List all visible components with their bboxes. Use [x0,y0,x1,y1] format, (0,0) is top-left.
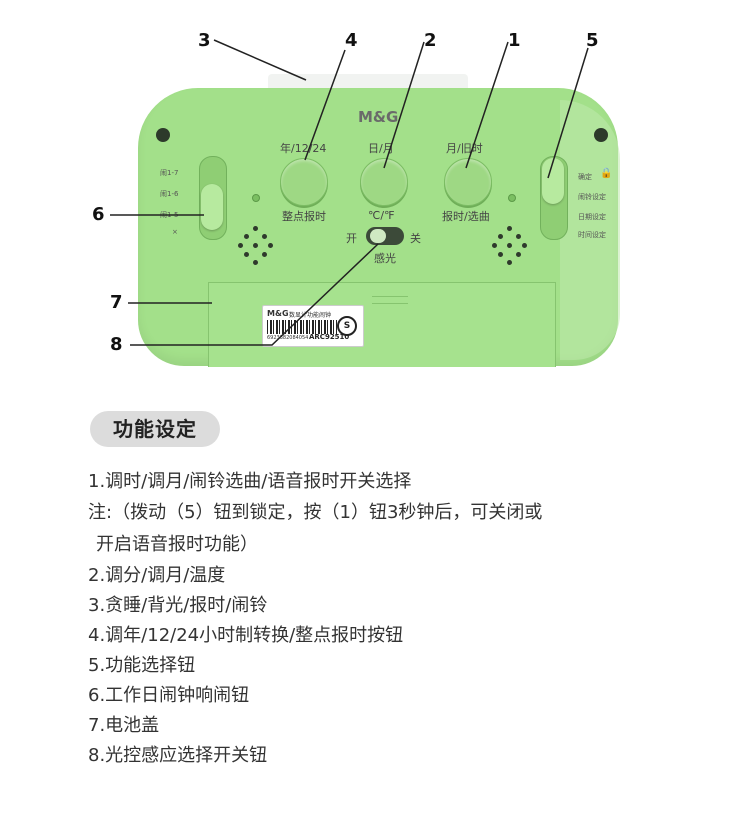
callout-line-1 [465,41,509,169]
btn-right-bottom-label: 报时/选曲 [442,210,490,223]
speaker-grille-right [492,226,532,266]
feature-line-1: 1.调时/调月/闹铃选曲/语音报时开关选择 [88,471,412,492]
workday-alarm-slider-knob[interactable] [201,184,223,230]
led-left [252,194,260,202]
hanging-hole-right [594,128,608,142]
battery-cover-grip [372,296,408,304]
feature-line-6: 6.工作日闹钟响闹钮 [88,685,250,706]
feature-line-4: 4.调年/12/24小时制转换/整点报时按钮 [88,625,404,646]
led-right [508,194,516,202]
product-sticker: M&G 数显计功能闹钟 6923382084054 ARC92510 S [262,305,364,347]
sticker-brand: M&G [267,309,289,318]
callout-lines [110,39,589,346]
callout-7: 7 [110,292,123,313]
feature-line-7: 7.电池盖 [88,715,160,736]
callout-6: 6 [92,204,105,225]
left-slider-opt-4: × [172,228,178,236]
callout-line-3 [213,39,307,81]
sticker-code: 6923382084054 [267,335,309,341]
right-slider-opt-1: 确定 [578,173,592,181]
callout-2: 2 [424,30,437,51]
seal-icon: S [337,316,357,336]
btn-mid-top-label: 日/月 [368,142,394,155]
callout-line-2 [383,41,425,169]
callout-5: 5 [586,30,599,51]
barcode [267,320,337,334]
feature-line-3: 3.贪睡/背光/报时/闹铃 [88,595,268,616]
btn-left-top-label: 年/12/24 [280,142,327,155]
right-slider-opt-2: 闹铃设定 [578,193,606,201]
year-12-24-button[interactable] [280,158,328,206]
toggle-sense-label: 感光 [374,252,396,265]
hanging-hole-left [156,128,170,142]
section-title: 功能设定 [90,411,220,447]
clock-side-shade [560,100,620,360]
feature-note-line-1: 注:（拨动（5）钮到锁定，按（1）钮3秒钟后，可关闭或 [88,502,543,523]
callout-line-4 [304,49,346,161]
callout-4: 4 [345,30,358,51]
sticker-product-name: 数显计功能闹钟 [289,312,332,319]
toggle-knob[interactable] [370,229,386,243]
feature-line-2: 2.调分/调月/温度 [88,565,226,586]
feature-line-5: 5.功能选择钮 [88,655,196,676]
speaker-grille-left [238,226,278,266]
callout-line-8 [130,243,379,346]
btn-left-bottom-label: 整点报时 [282,210,326,223]
right-slider-opt-4: 时间设定 [578,231,606,239]
callout-line-5 [547,47,589,179]
sticker-model: ARC92510 [309,333,350,341]
callout-1: 1 [508,30,521,51]
toggle-on-label: 开 [346,232,357,245]
temp-unit-label: ℃/℉ [368,209,395,222]
lock-icon: 🔒 [600,168,613,179]
callout-8: 8 [110,334,123,355]
feature-note-line-2: 开启语音报时功能） [96,534,258,555]
function-select-slider-knob[interactable] [542,158,564,204]
feature-line-8: 8.光控感应选择开关钮 [88,745,268,766]
callout-3: 3 [198,30,211,51]
left-slider-opt-2: 闹1-6 [160,190,179,198]
left-slider-opt-1: 闹1-7 [160,169,179,177]
month-hour-button[interactable] [444,158,492,206]
brand-logo: M&G [358,108,399,126]
right-slider-opt-3: 日期设定 [578,213,606,221]
toggle-off-label: 关 [410,232,421,245]
